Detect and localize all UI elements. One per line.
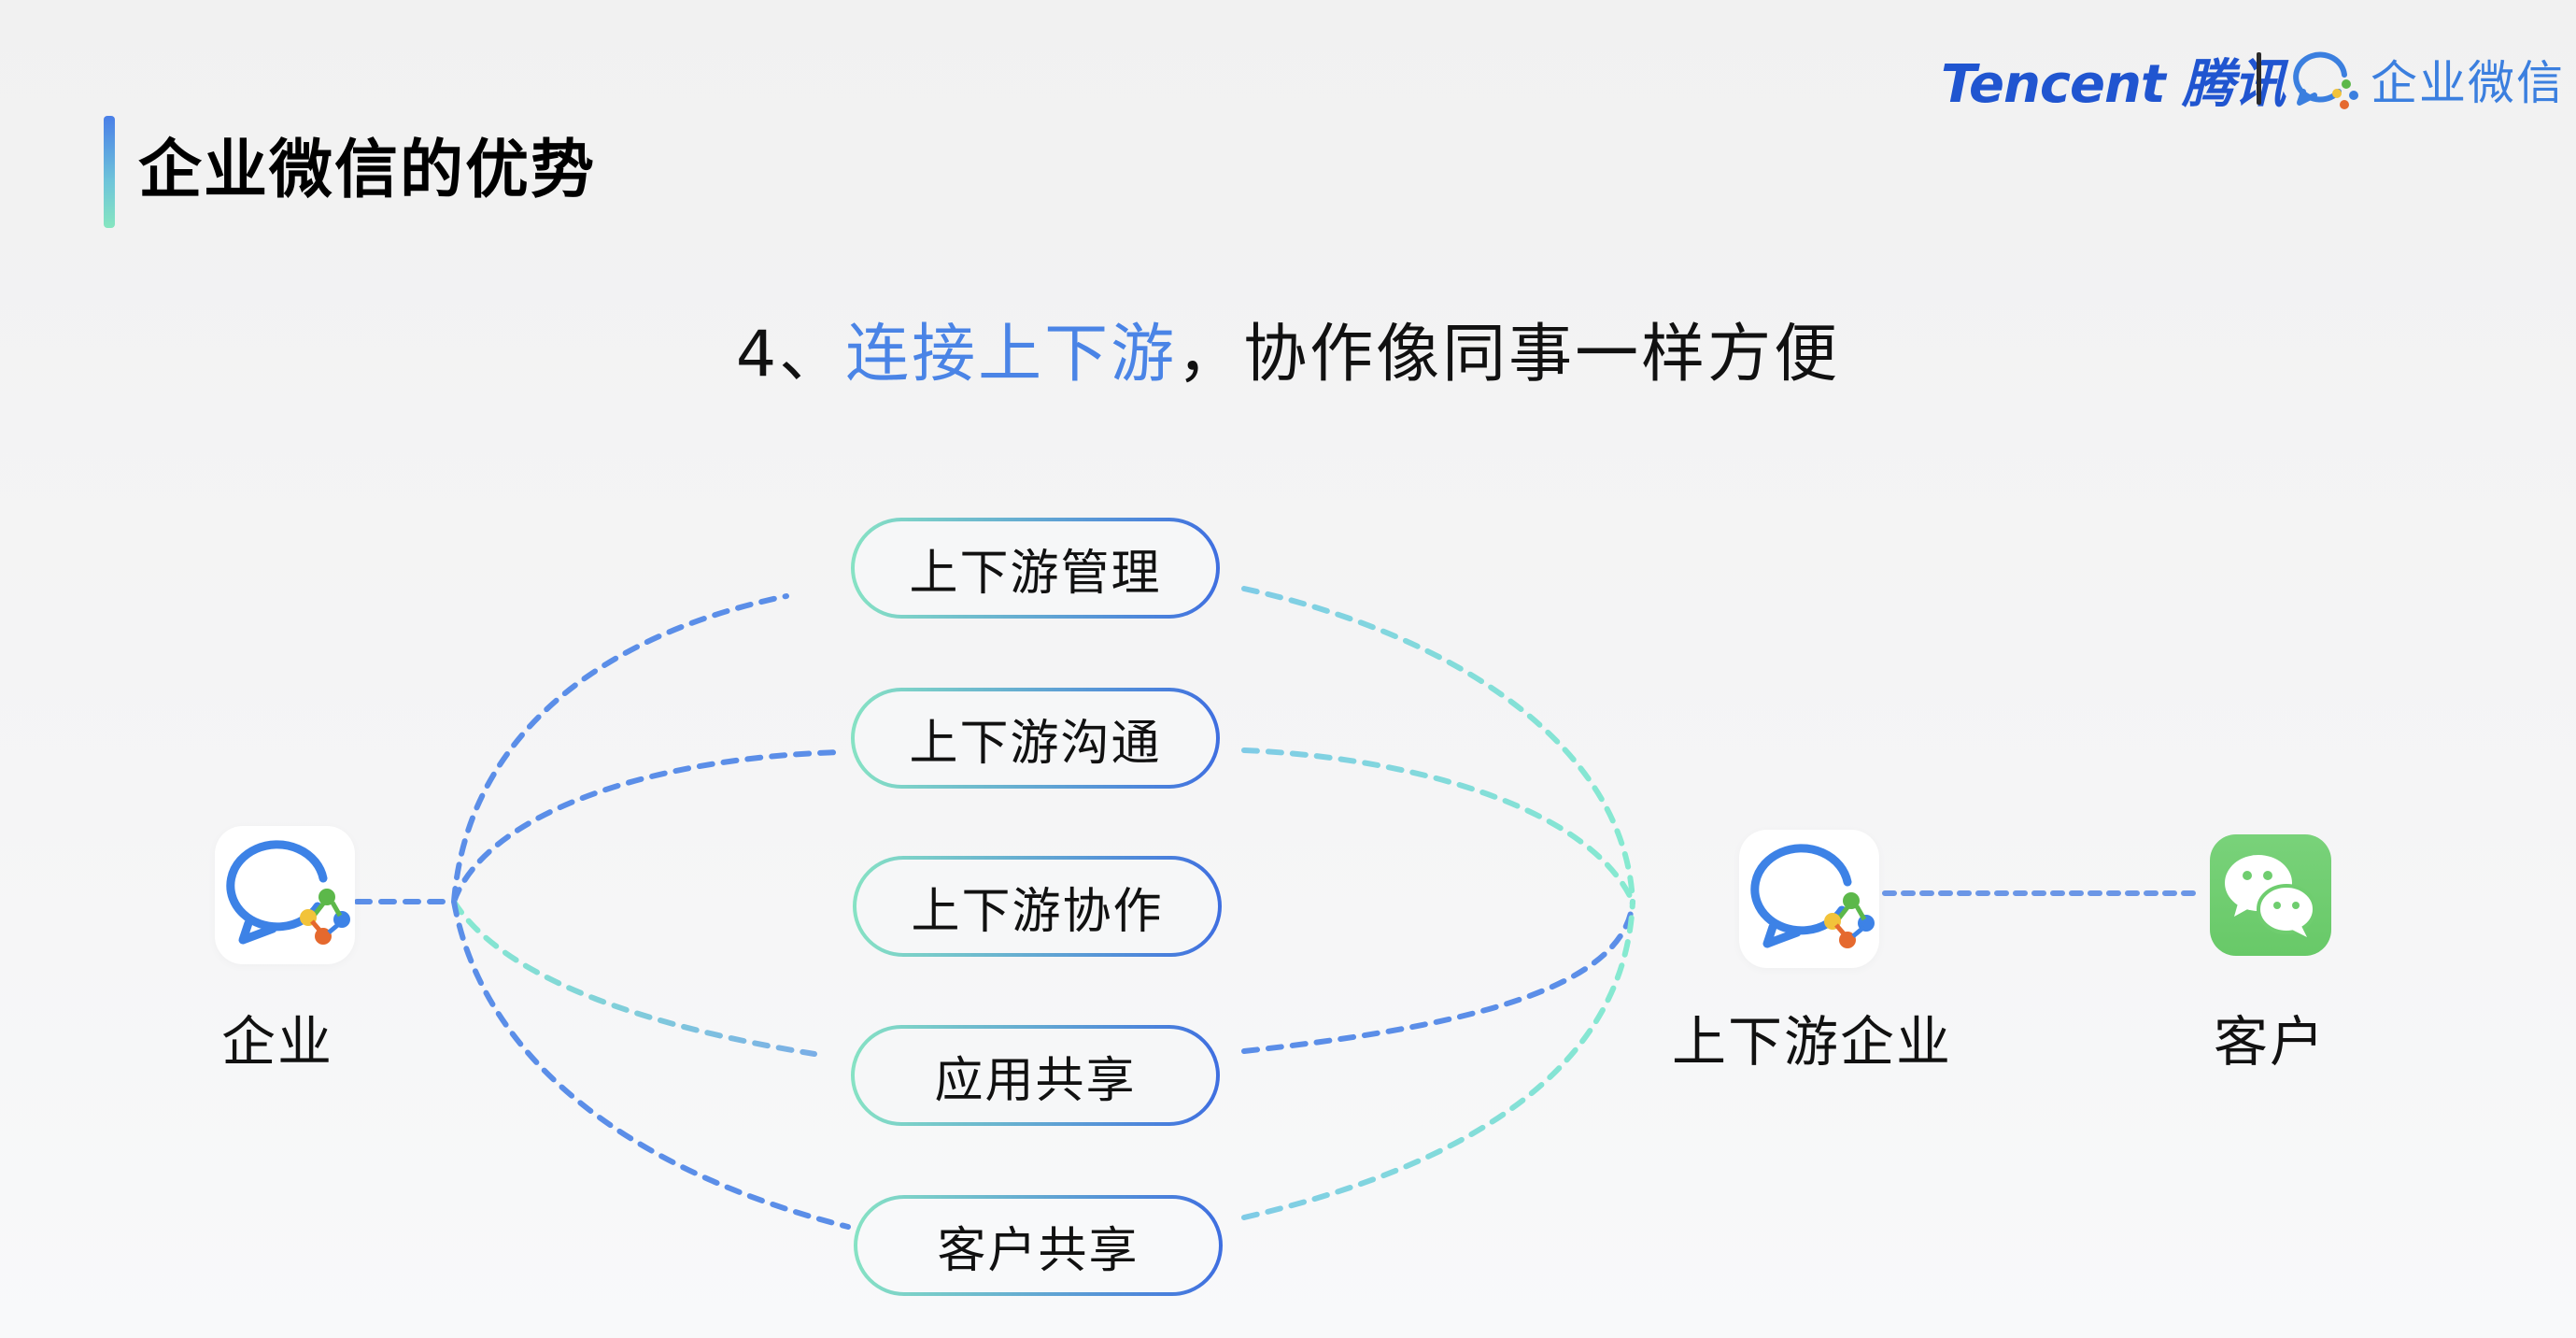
- wecom-app-icon: [1750, 844, 1875, 948]
- wechat-app-icon: [2225, 855, 2316, 937]
- feature-label: 上下游协作: [911, 883, 1164, 940]
- pill-border: [851, 518, 1220, 619]
- feature-pill-upstream-collaboration: 上下游协作: [853, 856, 1222, 957]
- feature-label: 上下游管理: [909, 545, 1162, 602]
- feature-pill-upstream-communication: 上下游沟通: [851, 688, 1220, 789]
- tencent-logo: Tencent 腾讯: [1941, 53, 2286, 115]
- subtitle-highlight: 连接上下游: [845, 318, 1178, 391]
- partner-enterprise-node-icon: [1739, 830, 1879, 968]
- section-subtitle: 4、连接上下游，协作像同事一样方便: [0, 308, 2576, 402]
- feature-label: 客户共享: [937, 1222, 1139, 1279]
- pill-border: [853, 856, 1222, 957]
- enterprise-node-label: 企业: [220, 1010, 334, 1074]
- title-accent-bar: [104, 116, 115, 228]
- partner-enterprise-node-label: 上下游企业: [1671, 1010, 1953, 1074]
- wecom-brand-text: 企业微信: [2371, 56, 2565, 110]
- subtitle-prefix: 4、: [735, 318, 846, 391]
- wecom-logo-icon: [2293, 51, 2358, 109]
- pill-border: [851, 688, 1220, 789]
- feature-label: 上下游沟通: [909, 715, 1162, 772]
- feature-label: 应用共享: [934, 1052, 1137, 1109]
- wecom-app-icon: [226, 840, 350, 945]
- page-title: 企业微信的优势: [138, 134, 597, 207]
- customer-node-label: 客户: [2213, 1010, 2327, 1074]
- subtitle-rest: ，协作像同事一样方便: [1177, 318, 1841, 391]
- customer-node-icon: [2210, 834, 2331, 956]
- feature-pill-upstream-management: 上下游管理: [851, 518, 1220, 619]
- brand-divider: [2257, 52, 2261, 105]
- feature-pill-app-sharing: 应用共享: [851, 1025, 1220, 1126]
- pill-border: [851, 1025, 1220, 1126]
- enterprise-node-icon: [215, 826, 355, 964]
- feature-pill-customer-sharing: 客户共享: [854, 1195, 1223, 1296]
- pill-border: [854, 1195, 1223, 1296]
